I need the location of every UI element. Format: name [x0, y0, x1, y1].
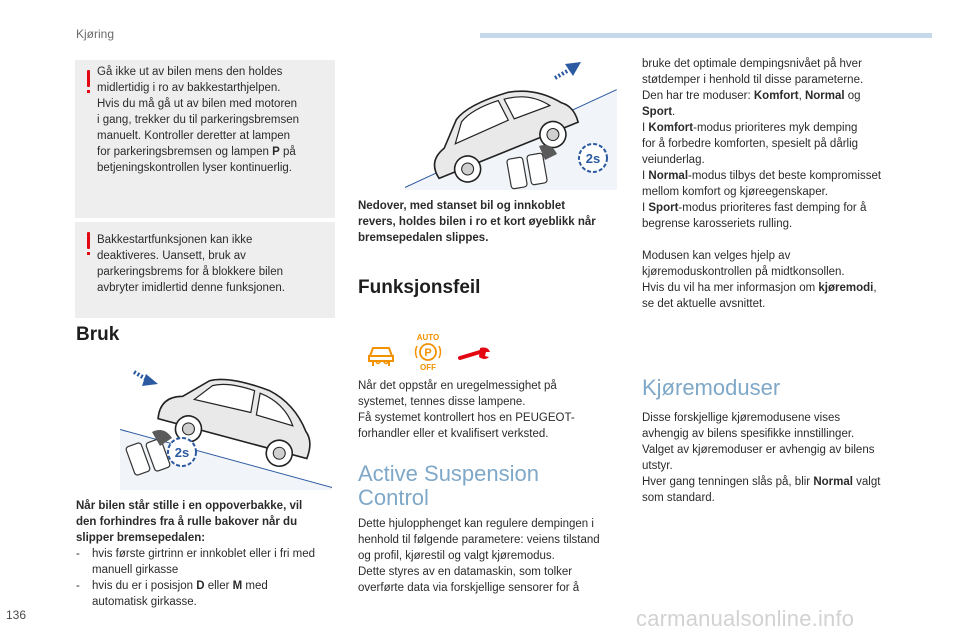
pedal-icon [125, 430, 172, 476]
warning-lamps-row: AUTO P OFF [366, 332, 496, 372]
kjoremoduser-text: Disse forskjellige kjøremodusene vises a… [642, 412, 881, 504]
heading-active-suspension: Active Suspension Control [358, 461, 539, 510]
auto-p-off-icon: AUTO P OFF [414, 333, 442, 372]
list-item: - hvis første girtrinn er innkoblet elle… [76, 548, 316, 576]
header-bar [480, 33, 932, 38]
car-outline-icon [157, 378, 311, 468]
downhill-caption: Nedover, med stanset bil og innkoblet re… [358, 200, 596, 244]
warning-text-2: Bakkestartfunksjonen kan ikke deaktivere… [97, 234, 285, 294]
uphill-car-illustration: 2s [120, 370, 332, 490]
modes-description: bruke det optimale dempingsnivået på hve… [642, 58, 882, 230]
mode-selection-text: Modusen kan velges hjelp av kjøremodusko… [642, 250, 877, 310]
section-label: Kjøring [76, 27, 115, 41]
suspension-warning-icon [368, 347, 394, 366]
svg-text:P: P [424, 347, 431, 359]
svg-text:AUTO: AUTO [417, 333, 440, 342]
warning-icon [87, 232, 90, 256]
hill-hold-2s-icon: 2s [167, 437, 197, 467]
svg-text:OFF: OFF [420, 363, 436, 372]
warning-box-1: Gå ikke ut av bilen mens den holdes midl… [75, 60, 335, 218]
heading-funksjonsfeil: Funksjonsfeil [358, 277, 481, 298]
hill-hold-2s-icon: 2s [578, 143, 608, 173]
svg-text:2s: 2s [175, 445, 189, 460]
warning-icon [87, 70, 90, 94]
active-suspension-text: Dette hjulopphenget kan regulere demping… [358, 518, 600, 594]
pedal-icon [506, 145, 557, 190]
heading-bruk: Bruk [76, 324, 120, 345]
warning-text-1: Gå ikke ut av bilen mens den holdes midl… [97, 66, 299, 174]
car-outline-icon [433, 90, 580, 183]
motion-arrow-icon [133, 370, 158, 386]
watermark: carmanualsonline.info [636, 606, 855, 631]
svg-text:2s: 2s [586, 151, 600, 166]
malfunction-text: Når det oppstår en uregelmessighet på sy… [358, 380, 575, 440]
uphill-caption: Når bilen står stille i en oppoverbakke,… [76, 500, 303, 544]
page-number: 136 [6, 608, 27, 622]
motion-arrow-icon [554, 62, 581, 80]
wrench-icon [458, 347, 490, 360]
downhill-car-illustration: 2s [405, 62, 617, 190]
heading-kjoremoduser: Kjøremoduser [642, 375, 781, 400]
warning-box-2: Bakkestartfunksjonen kan ikke deaktivere… [75, 222, 335, 318]
uphill-list: - hvis første girtrinn er innkoblet elle… [76, 546, 338, 610]
list-item: - hvis du er i posisjon D eller M med au… [76, 580, 268, 608]
